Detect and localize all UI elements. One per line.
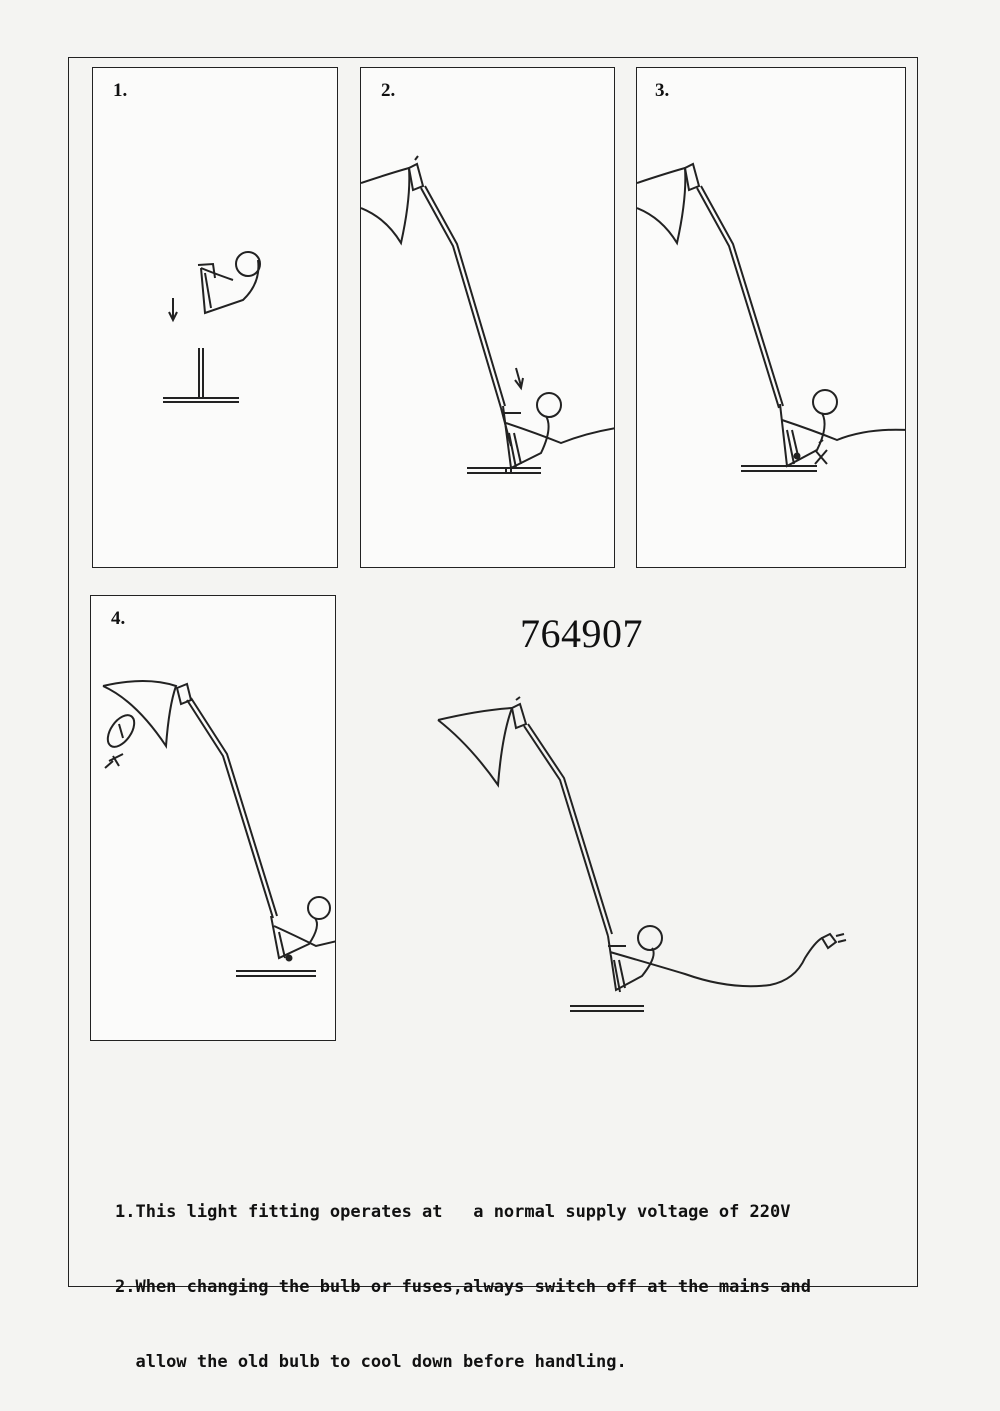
lamp-base-icon bbox=[236, 970, 316, 977]
lamp-base-icon bbox=[570, 1005, 644, 1012]
clamp-body bbox=[200, 259, 260, 315]
note-safety-line-1: 2.When changing the bulb or fuses,always… bbox=[115, 1277, 811, 1297]
step-panel-2: 2. bbox=[360, 67, 615, 568]
step-panel-1: 1. bbox=[92, 67, 338, 568]
power-cord bbox=[609, 937, 823, 988]
lamp-base-icon bbox=[467, 467, 541, 474]
knob-icon bbox=[812, 389, 838, 415]
lamp-head-icon bbox=[437, 706, 514, 788]
step-number: 2. bbox=[381, 80, 396, 101]
lamp-base-icon bbox=[741, 465, 817, 472]
step-4-illustration bbox=[102, 680, 335, 977]
note-voltage: 1.This light fitting operates at a norma… bbox=[115, 1202, 791, 1222]
lamp-head-icon bbox=[102, 680, 178, 749]
step-panel-3: 3. bbox=[636, 67, 906, 568]
knob-icon bbox=[637, 925, 663, 951]
down-arrow-icon bbox=[515, 367, 522, 387]
step-3-illustration bbox=[637, 162, 905, 472]
model-number: 764907 bbox=[520, 611, 643, 656]
lamp-head-icon bbox=[637, 166, 687, 246]
knob-icon bbox=[307, 896, 331, 920]
instruction-notes: 1.This light fitting operates at a norma… bbox=[115, 1150, 895, 1400]
screwdriver-icon bbox=[104, 753, 124, 769]
step-number: 4. bbox=[111, 608, 126, 629]
screwdriver-icon bbox=[814, 449, 828, 465]
plug-icon bbox=[820, 932, 838, 950]
knob-icon bbox=[536, 392, 562, 418]
power-cord bbox=[781, 419, 905, 442]
step-1-illustration bbox=[163, 251, 261, 403]
step-number: 1. bbox=[113, 80, 128, 101]
step-2-illustration bbox=[361, 155, 614, 474]
bulb-icon bbox=[106, 714, 136, 748]
lamp-head-icon bbox=[361, 166, 411, 246]
instruction-sheet-frame bbox=[68, 57, 918, 1287]
step-panel-4: 4. bbox=[90, 595, 336, 1041]
assembled-lamp-illustration bbox=[437, 696, 847, 1012]
power-cord bbox=[273, 925, 335, 948]
step-number: 3. bbox=[655, 80, 670, 101]
knob-icon bbox=[235, 251, 261, 277]
power-cord bbox=[505, 422, 614, 445]
note-safety-line-2: allow the old bulb to cool down before h… bbox=[115, 1352, 627, 1372]
